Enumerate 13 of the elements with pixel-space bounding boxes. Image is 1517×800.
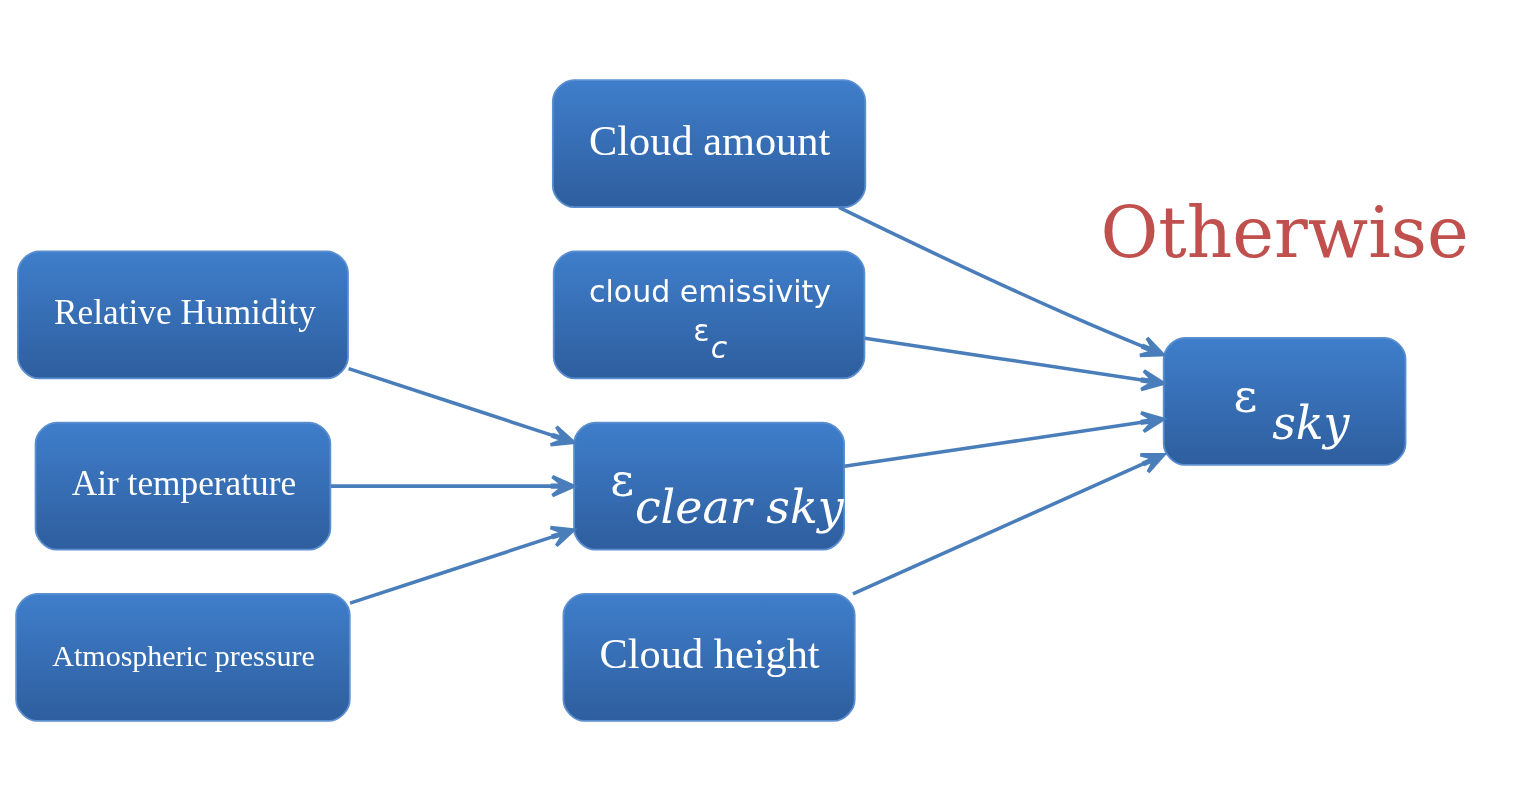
node-box: Cloud amount: [551, 78, 867, 208]
node-box: Cloud height: [562, 592, 856, 722]
node-box: Atmospheric pressure: [15, 592, 351, 722]
arrow: [331, 474, 576, 497]
arrow: [348, 366, 576, 447]
arrow: [852, 452, 1166, 595]
label: Otherwise: [1100, 190, 1469, 274]
arrow: [843, 410, 1166, 468]
node-box: Relative Humidity: [17, 249, 349, 379]
arrow: [864, 335, 1166, 391]
arrow: [838, 205, 1165, 357]
node-box: Air temperature: [34, 421, 332, 551]
arrow: [349, 525, 576, 605]
